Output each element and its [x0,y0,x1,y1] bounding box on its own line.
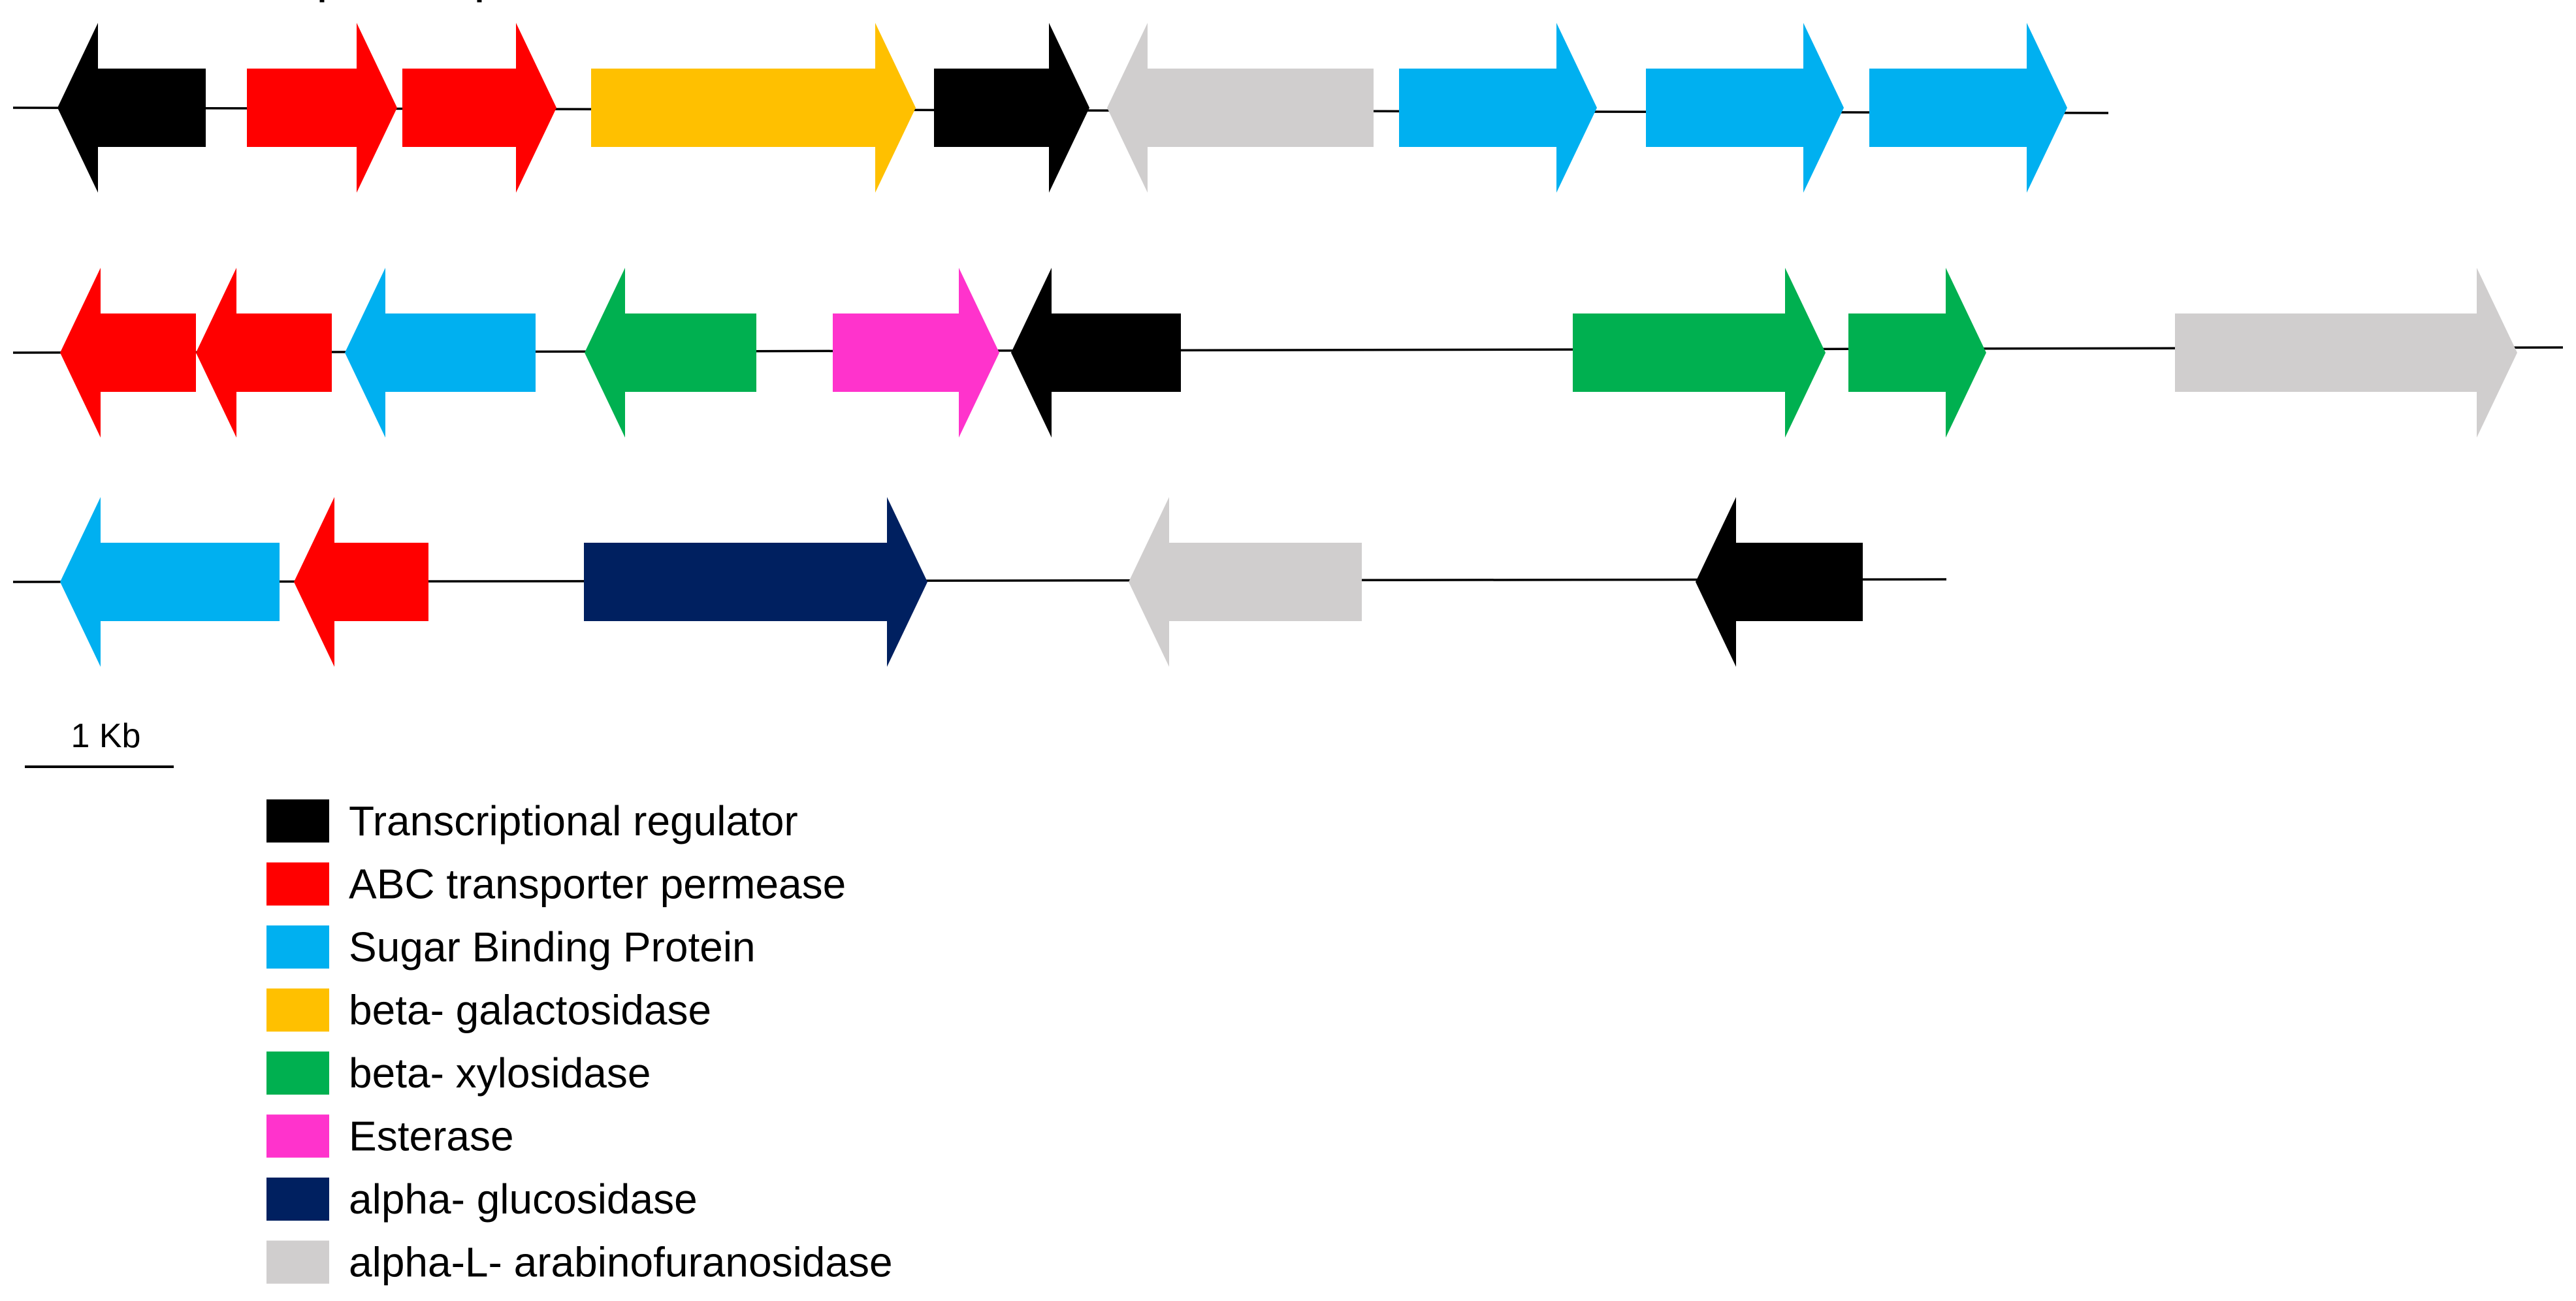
scale-bar: 1 Kb [25,717,174,768]
legend-label-sugar-binding-protein: Sugar Binding Protein [349,924,756,971]
gene-arrows [57,23,2517,667]
gene-arrow-abc-transporter-permease [60,268,196,438]
legend-label-transcriptional-regulator: Transcriptional regulator [349,797,798,844]
scale-bar-label: 1 Kb [71,717,141,755]
gene-arrow-transcriptional-regulator [57,23,206,193]
legend-label-alpha-l-arabinofuranosidase: alpha-L- arabinofuranosidase [349,1239,893,1286]
legend-label-beta-xylosidase: beta- xylosidase [349,1050,651,1097]
gene-arrow-beta-xylosidase [585,268,756,438]
gene-arrow-transcriptional-regulator [1011,268,1181,438]
gene-markers: ** [308,0,494,31]
gene-arrow-sugar-binding-protein [1646,23,1844,193]
gene-arrow-transcriptional-regulator [1696,497,1863,667]
gene-arrow-alpha-l-arabinofuranosidase [1107,23,1374,193]
significance-marker: * [465,0,494,31]
gene-arrow-sugar-binding-protein [60,497,280,667]
gene-arrow-alpha-l-arabinofuranosidase [1129,497,1362,667]
legend-label-abc-transporter-permease: ABC transporter permease [349,861,846,908]
gene-arrow-sugar-binding-protein [1399,23,1597,193]
legend-swatch-beta-xylosidase [266,1052,329,1095]
legend-swatch-alpha-l-arabinofuranosidase [266,1240,329,1284]
legend-swatch-sugar-binding-protein [266,925,329,969]
legend-swatch-esterase [266,1114,329,1158]
legend-swatch-alpha-glucosidase [266,1178,329,1221]
gene-arrow-beta-galactosidase [591,23,916,193]
gene-arrow-beta-xylosidase [1848,268,1986,438]
legend-swatch-transcriptional-regulator [266,799,329,843]
gene-arrow-abc-transporter-permease [402,23,556,193]
gene-arrow-sugar-binding-protein [345,268,536,438]
legend-label-beta-galactosidase: beta- galactosidase [349,987,711,1034]
gene-arrow-abc-transporter-permease [247,23,397,193]
gene-arrow-abc-transporter-permease [294,497,428,667]
gene-arrow-esterase [833,268,999,438]
legend-swatch-beta-galactosidase [266,988,329,1032]
legend-label-esterase: Esterase [349,1113,514,1160]
gene-arrow-transcriptional-regulator [934,23,1089,193]
legend-swatch-abc-transporter-permease [266,862,329,906]
legend-label-alpha-glucosidase: alpha- glucosidase [349,1176,698,1223]
gene-arrow-sugar-binding-protein [1869,23,2067,193]
significance-marker: * [308,0,336,31]
gene-arrow-alpha-l-arabinofuranosidase [2175,268,2517,438]
gene-arrow-beta-xylosidase [1573,268,1826,438]
gene-arrow-abc-transporter-permease [196,268,332,438]
gene-arrow-alpha-glucosidase [584,497,927,667]
